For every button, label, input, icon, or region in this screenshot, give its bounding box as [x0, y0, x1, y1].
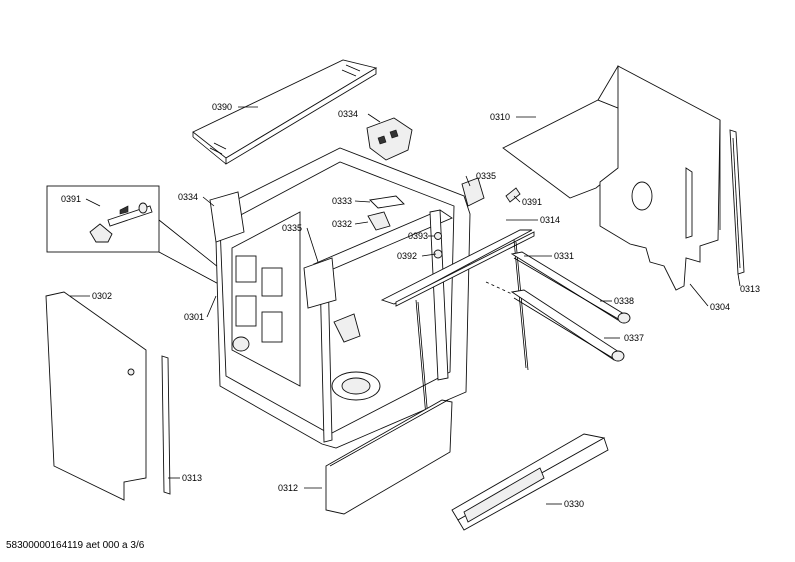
- label-0331: 0331: [554, 251, 574, 261]
- part-0313-right-strip: [729, 129, 745, 275]
- document-reference: 58300000164119 aet 000 a 3/6: [6, 540, 145, 551]
- part-0331-rail-arm: [510, 251, 631, 324]
- label-0393: 0393: [408, 231, 428, 241]
- label-0313-left: 0313: [182, 473, 202, 483]
- leader-lines: [70, 106, 741, 505]
- label-0330: 0330: [564, 499, 584, 509]
- label-0334-top: 0334: [338, 109, 358, 119]
- label-0312: 0312: [278, 483, 298, 493]
- part-0393-bolt: [434, 232, 442, 240]
- part-0304-side-panel: [599, 65, 721, 291]
- part-0332-bracket: [367, 211, 391, 231]
- part-0301-tub: [209, 147, 471, 449]
- label-0390: 0390: [212, 102, 232, 112]
- label-0314: 0314: [540, 215, 560, 225]
- label-0313-right: 0313: [740, 284, 760, 294]
- label-0338: 0338: [614, 296, 634, 306]
- part-0334-top-bracket: [366, 117, 413, 161]
- part-0333-bracket: [369, 195, 405, 209]
- label-0332: 0332: [332, 219, 352, 229]
- part-0391-bolt-b: [505, 187, 521, 203]
- label-0335-right: 0335: [476, 171, 496, 181]
- label-0335-center: 0335: [282, 223, 302, 233]
- label-0337: 0337: [624, 333, 644, 343]
- label-0301: 0301: [184, 312, 204, 322]
- label-0333: 0333: [332, 196, 352, 206]
- label-0302: 0302: [92, 291, 112, 301]
- part-0313-left-strip: [161, 355, 171, 495]
- part-0330-tray: [451, 433, 609, 531]
- label-0392: 0392: [397, 251, 417, 261]
- part-0335-hinge-a: [461, 177, 485, 207]
- part-0390-top-plate: [192, 59, 378, 165]
- part-0312-lower-panel: [325, 399, 453, 515]
- label-0304: 0304: [710, 302, 730, 312]
- part-0302-left-panel: [45, 291, 147, 501]
- part-0314-rail: [380, 229, 535, 443]
- label-0391-right: 0391: [522, 197, 542, 207]
- part-0337-rail-arm: [485, 281, 625, 362]
- label-0334-left: 0334: [178, 192, 198, 202]
- label-0391-detail: 0391: [61, 194, 81, 204]
- label-0310: 0310: [490, 112, 510, 122]
